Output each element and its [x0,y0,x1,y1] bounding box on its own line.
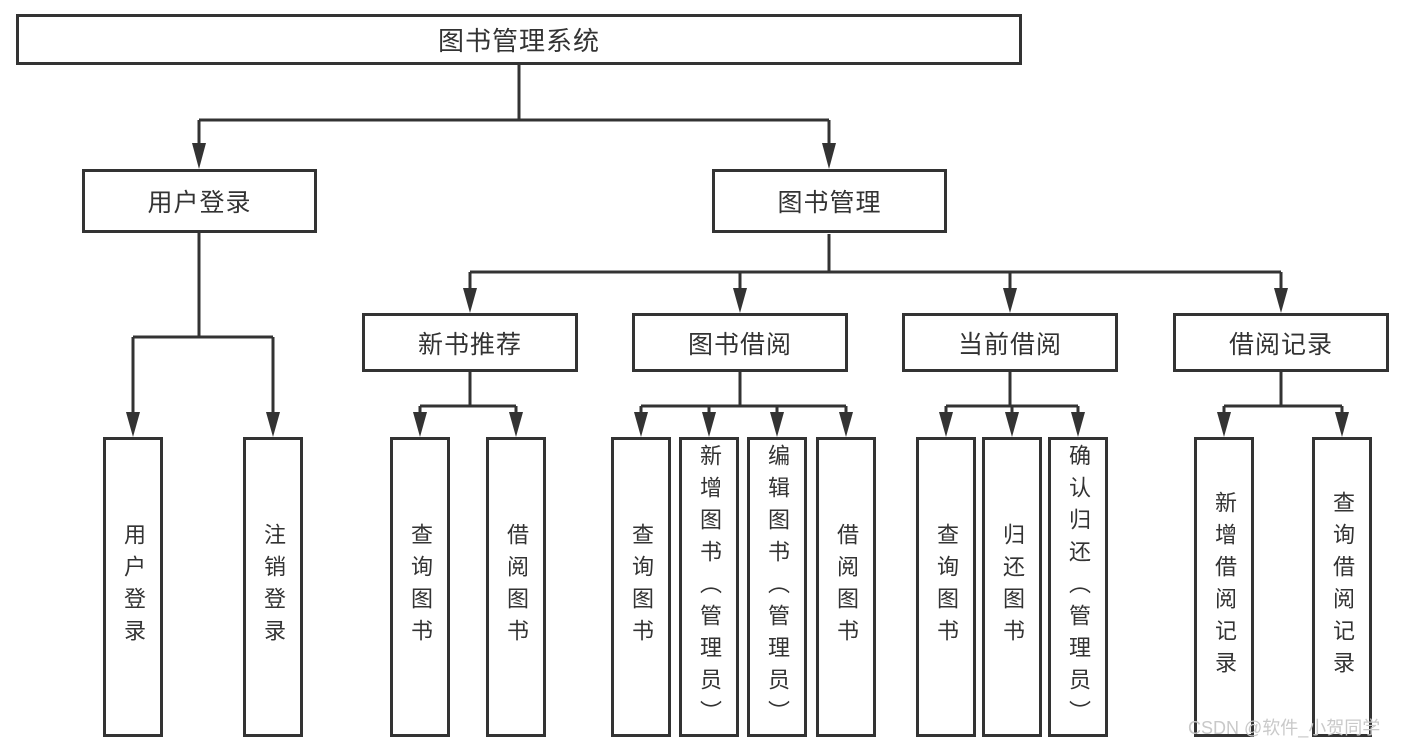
arrowhead-icon [509,412,523,437]
arrowhead-icon [1003,288,1017,313]
leaf-recommend-borrow-books: 借阅图书 [486,437,546,737]
node-book-management: 图书管理 [712,169,947,233]
leaf-borrow-query-books-label: 查询图书 [629,523,654,651]
arrowhead-icon [770,412,784,437]
arrowhead-icon [702,412,716,437]
leaf-user-login-label: 用户登录 [121,523,146,651]
leaf-recommend-query-books-label: 查询图书 [408,523,433,651]
arrowhead-icon [192,143,206,169]
node-new-book-recommend: 新书推荐 [362,313,578,372]
arrowhead-icon [1274,288,1288,313]
leaf-current-query-books: 查询图书 [916,437,976,737]
arrowhead-icon [634,412,648,437]
leaf-confirm-return-admin-label: 确认归还（管理员） [1066,444,1091,732]
leaf-add-borrow-record: 新增借阅记录 [1194,437,1254,737]
arrowhead-icon [413,412,427,437]
node-new-book-recommend-label: 新书推荐 [417,330,522,359]
arrowhead-icon [1217,412,1231,437]
leaf-user-login: 用户登录 [103,437,163,737]
leaf-edit-book-admin-label: 编辑图书（管理员） [765,444,790,732]
leaf-query-borrow-record: 查询借阅记录 [1312,437,1372,737]
node-system: 图书管理系统 [16,14,1022,65]
arrowhead-icon [266,412,280,437]
node-current-borrow: 当前借阅 [902,313,1118,372]
leaf-borrow-books-label: 借阅图书 [834,523,859,651]
leaf-recommend-query-books: 查询图书 [390,437,450,737]
leaf-edit-book-admin: 编辑图书（管理员） [747,437,807,737]
arrowhead-icon [1071,412,1085,437]
leaf-current-query-books-label: 查询图书 [934,523,959,651]
arrowhead-icon [939,412,953,437]
node-borrow-records: 借阅记录 [1173,313,1389,372]
leaf-borrow-query-books: 查询图书 [611,437,671,737]
leaf-confirm-return-admin: 确认归还（管理员） [1048,437,1108,737]
arrowhead-icon [1335,412,1349,437]
arrowhead-icon [822,143,836,169]
leaf-return-books: 归还图书 [982,437,1042,737]
arrowhead-icon [839,412,853,437]
node-system-label: 图书管理系统 [437,26,600,56]
node-user-login: 用户登录 [82,169,317,233]
node-book-borrow: 图书借阅 [632,313,848,372]
arrowhead-icon [126,412,140,437]
leaf-logout-label: 注销登录 [261,523,286,651]
leaf-add-book-admin: 新增图书（管理员） [679,437,739,737]
leaf-logout: 注销登录 [243,437,303,737]
leaf-add-borrow-record-label: 新增借阅记录 [1212,491,1237,683]
arrowhead-icon [463,288,477,313]
leaf-return-books-label: 归还图书 [1000,523,1025,651]
node-borrow-records-label: 借阅记录 [1228,330,1333,359]
leaf-query-borrow-record-label: 查询借阅记录 [1330,491,1355,683]
arrowhead-icon [733,288,747,313]
node-book-borrow-label: 图书借阅 [687,330,792,359]
node-current-borrow-label: 当前借阅 [957,330,1062,359]
leaf-add-book-admin-label: 新增图书（管理员） [697,444,722,732]
arrowhead-icon [1005,412,1019,437]
node-user-login-label: 用户登录 [147,189,252,217]
leaf-recommend-borrow-books-label: 借阅图书 [504,523,529,651]
node-book-management-label: 图书管理 [777,189,882,217]
leaf-borrow-books: 借阅图书 [816,437,876,737]
csdn-watermark: CSDN @软件_小贺同学 [1188,718,1381,738]
